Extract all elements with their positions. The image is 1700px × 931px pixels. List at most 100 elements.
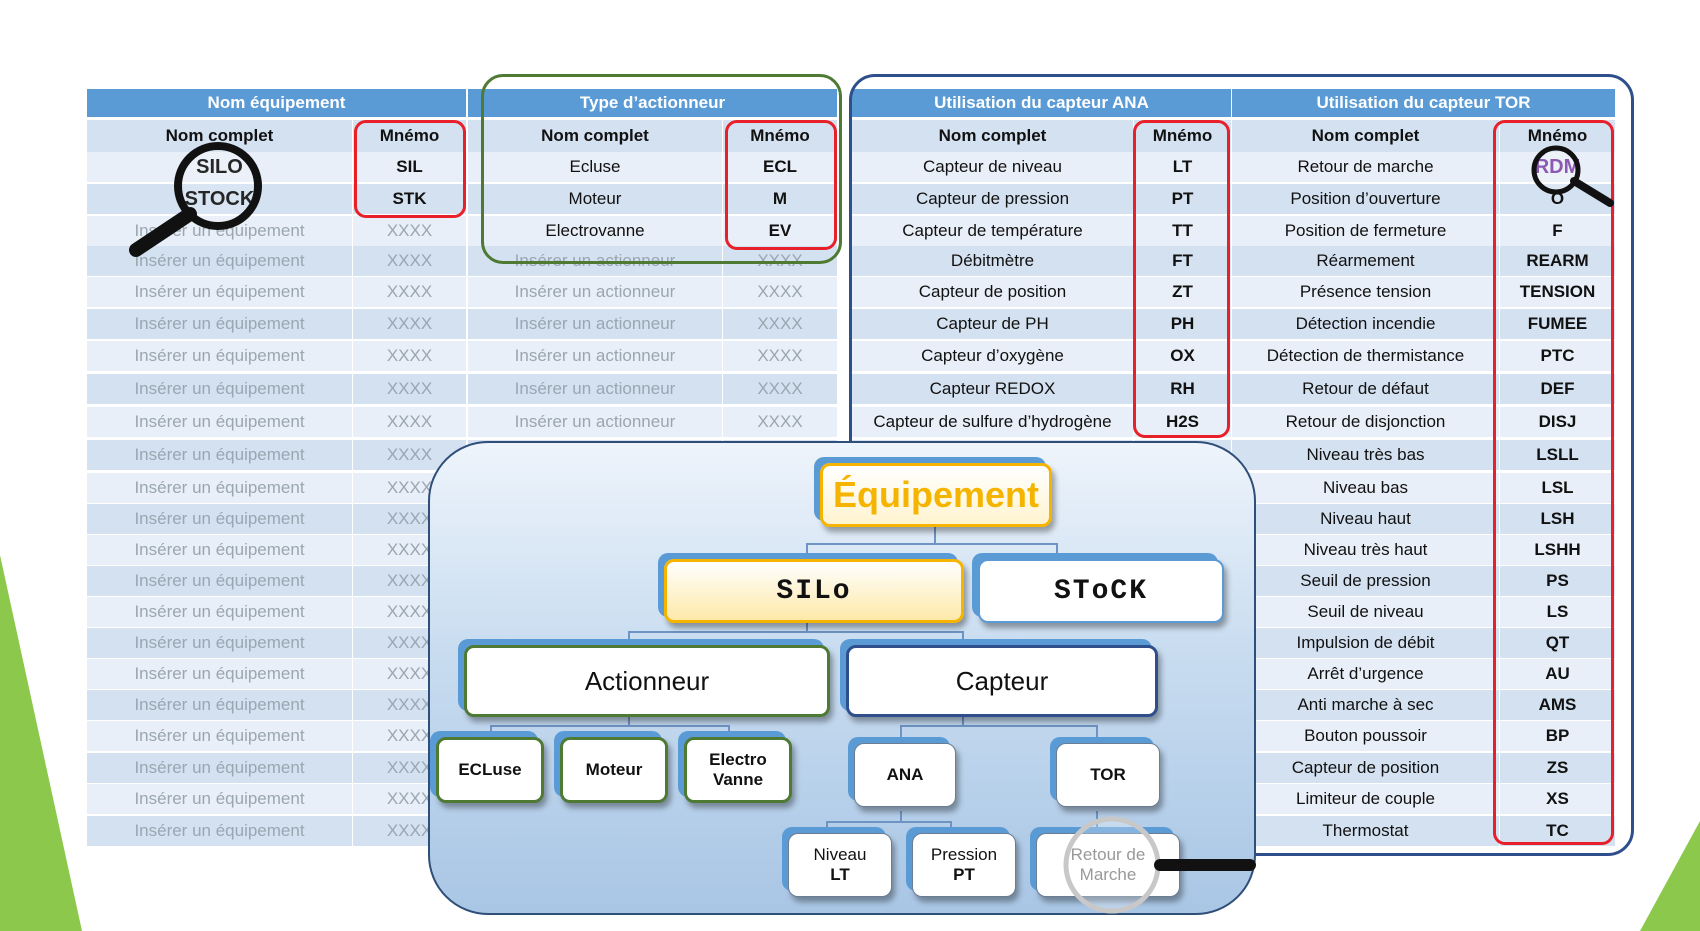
table-cell: PTC (1500, 341, 1615, 371)
node-stock: SToCK (978, 559, 1224, 623)
table-cell: Retour de défaut (1232, 374, 1499, 404)
table-cell: Insérer un équipement (87, 597, 352, 627)
table-cell: Insérer un équipement (87, 407, 352, 437)
table-cell: Débitmètre (852, 246, 1133, 276)
table-cell: STOCK (87, 184, 352, 214)
magnifier-icon (129, 142, 262, 257)
table-cell: Insérer un actionneur (468, 407, 722, 437)
table-cell: Electrovanne (468, 216, 722, 246)
magnifier-icon (1063, 816, 1256, 914)
table-cell: Insérer un équipement (87, 690, 352, 720)
table-cell: Insérer un équipement (87, 341, 352, 371)
table-cell: Capteur de position (1232, 753, 1499, 783)
table-cell: QT (1500, 628, 1615, 658)
table-cell: TT (1134, 216, 1231, 246)
node-electrovanne: Electro Vanne (684, 737, 792, 803)
table-cell: Arrêt d’urgence (1232, 659, 1499, 689)
table-cell: Insérer un équipement (87, 816, 352, 846)
node-retour-line2: Marche (1080, 865, 1137, 885)
table-cell: Détection de thermistance (1232, 341, 1499, 371)
table-cell: Anti marche à sec (1232, 690, 1499, 720)
magnifier-icon (1531, 145, 1614, 207)
table-cell: XS (1500, 784, 1615, 814)
table-cell: TENSION (1500, 277, 1615, 307)
table-cell: Retour de disjonction (1232, 407, 1499, 437)
node-ecluse-label: ECLuse (458, 760, 522, 779)
table-cell: Insérer un équipement (87, 753, 352, 783)
table-cell: Capteur de sulfure d’hydrogène (852, 407, 1133, 437)
table-cell: Ecluse (468, 152, 722, 182)
table-cell: ZS (1500, 753, 1615, 783)
table-cell: XXXX (353, 246, 466, 276)
table-cell: Capteur de PH (852, 309, 1133, 339)
table-cell: Niveau haut (1232, 504, 1499, 534)
table-cell: Capteur de pression (852, 184, 1133, 214)
node-retour-de-marche: Retour de Marche (1036, 833, 1180, 897)
node-ana-label: ANA (886, 765, 924, 784)
table-cell: Insérer un équipement (87, 473, 352, 503)
node-retour-line1: Retour de (1071, 845, 1146, 865)
table-cell: Capteur d’oxygène (852, 341, 1133, 371)
table-cell: Seuil de pression (1232, 566, 1499, 596)
table-cell: SILO (87, 152, 352, 182)
node-niveau-line2: LT (830, 865, 850, 884)
table-cell: XXXX (723, 309, 837, 339)
table-cell: SIL (353, 152, 466, 182)
table-cell: Insérer un équipement (87, 721, 352, 751)
node-silo-label: SILo (776, 575, 852, 607)
node-stock-label: SToCK (1053, 575, 1148, 607)
table-cell: Position d’ouverture (1232, 184, 1499, 214)
node-equipement-label: Équipement (832, 474, 1039, 515)
table-cell: PS (1500, 566, 1615, 596)
table-cell: PH (1134, 309, 1231, 339)
table-cell: XXXX (353, 216, 466, 246)
column-group-header: Type d’actionneur (468, 89, 837, 117)
mnemo-frame-ana (1133, 120, 1230, 438)
table-cell: Niveau bas (1232, 473, 1499, 503)
mnemo-frame-actionneur (725, 120, 837, 250)
column-header: Mnémo (723, 120, 837, 152)
table-cell: DISJ (1500, 407, 1615, 437)
table-cell: Détection incendie (1232, 309, 1499, 339)
node-pression-line1: Pression (930, 845, 998, 864)
table-cell: Niveau très haut (1232, 535, 1499, 565)
table-cell: XXXX (353, 309, 466, 339)
table-cell: TC (1500, 816, 1615, 846)
table-cell: LSHH (1500, 535, 1615, 565)
table-cell: XXXX (353, 277, 466, 307)
table-cell: Insérer un équipement (87, 566, 352, 596)
table-cell: Insérer un équipement (87, 784, 352, 814)
node-pression-pt: Pression PT (912, 833, 1016, 897)
table-cell: RDM (1500, 152, 1615, 182)
decor-green-triangle-left (0, 555, 82, 931)
table-cell: LT (1134, 152, 1231, 182)
table-cell: BP (1500, 721, 1615, 751)
node-electrovanne-line1: Electro (709, 750, 767, 769)
frame-type-actionneur (481, 74, 842, 264)
table-cell: ECL (723, 152, 837, 182)
table-cell: XXXX (723, 407, 837, 437)
table-cell: RH (1134, 374, 1231, 404)
node-ecluse: ECLuse (436, 737, 544, 803)
table-cell: Insérer un équipement (87, 309, 352, 339)
table-cell: Capteur de position (852, 277, 1133, 307)
table-cell: XXXX (353, 407, 466, 437)
node-electrovanne-line2: Vanne (712, 770, 764, 789)
table-cell: AMS (1500, 690, 1615, 720)
table-cell: Seuil de niveau (1232, 597, 1499, 627)
table-cell: Insérer un actionneur (468, 309, 722, 339)
decor-green-triangle-right (1640, 821, 1700, 931)
table-cell: XXXX (353, 374, 466, 404)
table-cell: Position de fermeture (1232, 216, 1499, 246)
column-group-header: Utilisation du capteur TOR (1232, 89, 1615, 117)
node-equipement: Équipement (820, 463, 1052, 527)
table-cell: Capteur REDOX (852, 374, 1133, 404)
mnemo-frame-equipement (354, 120, 466, 218)
table-cell: Insérer un équipement (87, 374, 352, 404)
node-capteur: Capteur (846, 645, 1158, 717)
table-cell: Insérer un équipement (87, 440, 352, 470)
node-moteur-label: Moteur (585, 760, 643, 779)
node-niveau-lt: Niveau LT (788, 833, 892, 897)
node-actionneur-label: Actionneur (584, 665, 710, 696)
table-cell: LSH (1500, 504, 1615, 534)
